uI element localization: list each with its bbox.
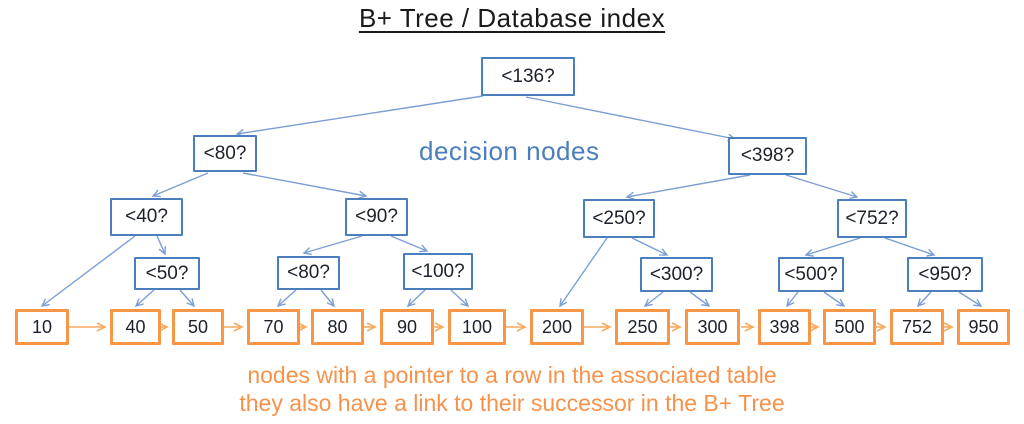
leaf-node-10: 10 (15, 309, 69, 345)
decision-node-398: <398? (728, 137, 807, 175)
leaf-node-250: 250 (615, 309, 670, 345)
leaf-node-500: 500 (823, 309, 876, 345)
decision-node-80: <80? (193, 135, 257, 172)
leaf-node-80: 80 (311, 309, 364, 345)
leaf-node-200: 200 (530, 309, 584, 345)
leaf-node-950: 950 (957, 309, 1010, 345)
decision-node-80b: <80? (277, 256, 340, 290)
leaf-node-50: 50 (172, 309, 224, 345)
decision-node-90: <90? (345, 198, 408, 236)
leaf-node-300: 300 (685, 309, 740, 345)
leaf-node-752: 752 (890, 309, 944, 345)
decision-node-950: <950? (907, 257, 983, 292)
decision-node-40: <40? (110, 198, 183, 236)
decision-node-752: <752? (837, 199, 907, 238)
caption-line-1: nodes with a pointer to a row in the ass… (247, 362, 777, 388)
decision-nodes-annotation: decision nodes (419, 136, 600, 166)
leaf-node-100: 100 (448, 309, 506, 345)
decision-node-250: <250? (583, 199, 655, 238)
decision-node-300: <300? (640, 257, 713, 292)
diagram-title: B+ Tree / Database index (358, 3, 666, 33)
leaf-node-70: 70 (247, 309, 300, 345)
decision-node-500: <500? (778, 257, 844, 292)
caption-line-2: they also have a link to their successor… (239, 390, 785, 416)
leaf-node-398: 398 (758, 309, 811, 345)
leaf-nodes-caption: nodes with a pointer to a row in the ass… (0, 361, 1024, 417)
leaf-node-90: 90 (380, 309, 434, 345)
decision-node-136: <136? (481, 57, 575, 96)
leaf-node-40: 40 (110, 309, 161, 345)
decision-node-50: <50? (134, 257, 200, 290)
decision-node-100: <100? (403, 253, 473, 290)
